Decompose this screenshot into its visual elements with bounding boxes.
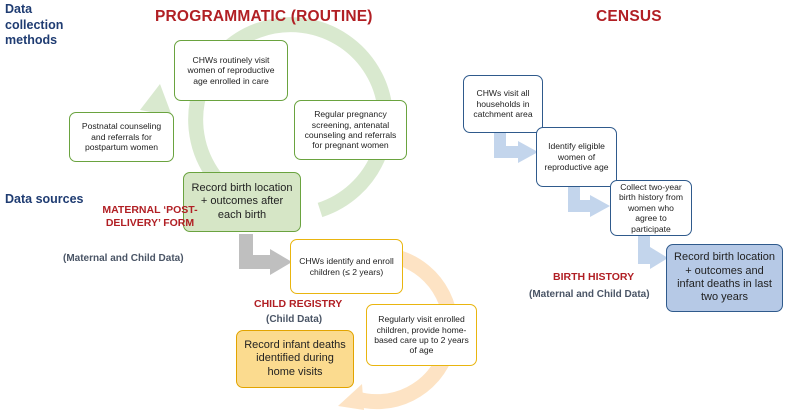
child-registry-data-type: (Child Data) — [266, 314, 323, 325]
data-collection-methods-label: Data collection methods — [5, 2, 64, 48]
chw-visit-women-box: CHWs routinely visit women of reproducti… — [174, 40, 288, 101]
data-sources-label: Data sources — [5, 192, 84, 206]
birth-history-data-type: (Maternal and Child Data) — [529, 289, 650, 300]
maternal-form-label: MATERNAL ‘POST-DELIVERY’ FORM — [102, 204, 198, 230]
record-birth-outcomes-box: Record birth location + outcomes after e… — [183, 172, 301, 232]
census-identify-women-box: Identify eligible women of reproductive … — [536, 127, 617, 187]
census-collect-history-box: Collect two-year birth history from wome… — [610, 180, 692, 236]
record-infant-deaths-box: Record infant deaths identified during h… — [236, 330, 354, 388]
birth-history-label: BIRTH HISTORY — [553, 271, 635, 283]
pregnancy-screening-box: Regular pregnancy screening, antenatal c… — [294, 100, 407, 160]
postnatal-counseling-box: Postnatal counseling and referrals for p… — [69, 112, 174, 162]
maternal-form-data-type: (Maternal and Child Data) — [63, 253, 184, 264]
gray-connector-arrow — [239, 234, 292, 275]
chw-enroll-children-box: CHWs identify and enroll children (≤ 2 y… — [290, 239, 403, 294]
census-record-outcomes-box: Record birth location + outcomes and inf… — [666, 244, 783, 312]
census-header: CENSUS — [596, 8, 662, 25]
census-visit-households-box: CHWs visit all households in catchment a… — [463, 75, 543, 133]
programmatic-header: PROGRAMMATIC (ROUTINE) — [155, 8, 373, 25]
census-arrow-heads — [518, 141, 668, 269]
child-registry-label: CHILD REGISTRY — [254, 298, 343, 310]
visit-enrolled-children-box: Regularly visit enrolled children, provi… — [366, 304, 477, 366]
census-step-arrows — [494, 133, 652, 264]
